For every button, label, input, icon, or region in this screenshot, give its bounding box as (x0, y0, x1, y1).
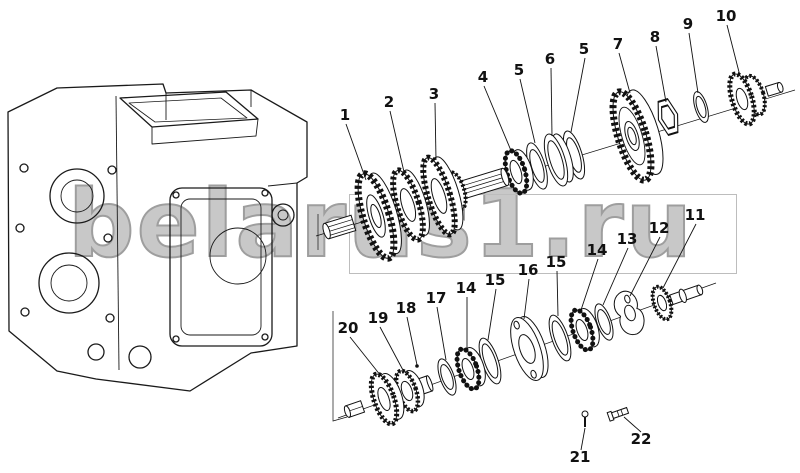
lower-shaft-tip (343, 400, 366, 418)
ring-5a (526, 142, 548, 190)
callout-numbers: 1 2 3 4 5 6 5 7 8 9 10 20 19 18 17 14 15… (338, 7, 737, 466)
bearing-4 (502, 148, 534, 196)
callout-16: 16 (518, 261, 539, 279)
upper-shaft-assembly (315, 71, 796, 262)
gear-2 (390, 167, 430, 243)
bolt-21 (581, 410, 589, 427)
bearing-14b (568, 307, 600, 353)
callout-11: 11 (685, 206, 706, 224)
callout-18: 18 (396, 299, 417, 317)
callout-1: 1 (340, 106, 350, 124)
callout-15b: 15 (546, 253, 567, 271)
gear-7 (609, 88, 664, 184)
ring-13 (594, 303, 614, 341)
shaft-end-11 (650, 284, 704, 322)
callout-8: 8 (650, 28, 660, 46)
gear-1 (354, 170, 402, 262)
ring-17 (437, 358, 457, 396)
callout-15a: 15 (485, 271, 506, 289)
bearing-14a (454, 346, 486, 392)
ring-15a (478, 337, 502, 385)
callout-6: 6 (545, 50, 555, 68)
pin-18 (415, 364, 419, 368)
callout-14b: 14 (587, 241, 608, 259)
ring-15b (548, 314, 572, 362)
callout-5b: 5 (579, 40, 589, 58)
callout-13: 13 (617, 230, 638, 248)
callout-14a: 14 (456, 279, 477, 297)
gearbox-housing (7, 83, 308, 392)
callout-2: 2 (384, 93, 394, 111)
callout-20: 20 (338, 319, 359, 337)
gear-20 (368, 371, 405, 427)
callout-17: 17 (426, 289, 447, 307)
ring-9 (693, 91, 709, 123)
callout-3: 3 (429, 85, 439, 103)
callout-4: 4 (478, 68, 488, 86)
shaft-spline-tip (322, 214, 357, 240)
retainer-plate-16 (510, 316, 549, 381)
gear-cluster-3 (420, 154, 468, 238)
callout-5a: 5 (514, 61, 524, 79)
callout-10: 10 (716, 7, 737, 25)
callout-9: 9 (683, 15, 693, 33)
callout-21: 21 (570, 448, 591, 466)
gear-19 (393, 368, 425, 414)
callout-19: 19 (368, 309, 389, 327)
fork-12 (613, 290, 645, 336)
washer-6 (543, 133, 574, 187)
screw-22 (606, 406, 630, 422)
callout-22: 22 (631, 430, 652, 448)
lock-plate-8 (657, 97, 679, 137)
leader-lines (345, 24, 741, 451)
gear-cluster-10 (727, 71, 784, 127)
callout-12: 12 (649, 219, 670, 237)
watermark-frame (349, 194, 737, 274)
callout-7: 7 (613, 35, 623, 53)
lower-shaft-assembly (332, 282, 717, 427)
